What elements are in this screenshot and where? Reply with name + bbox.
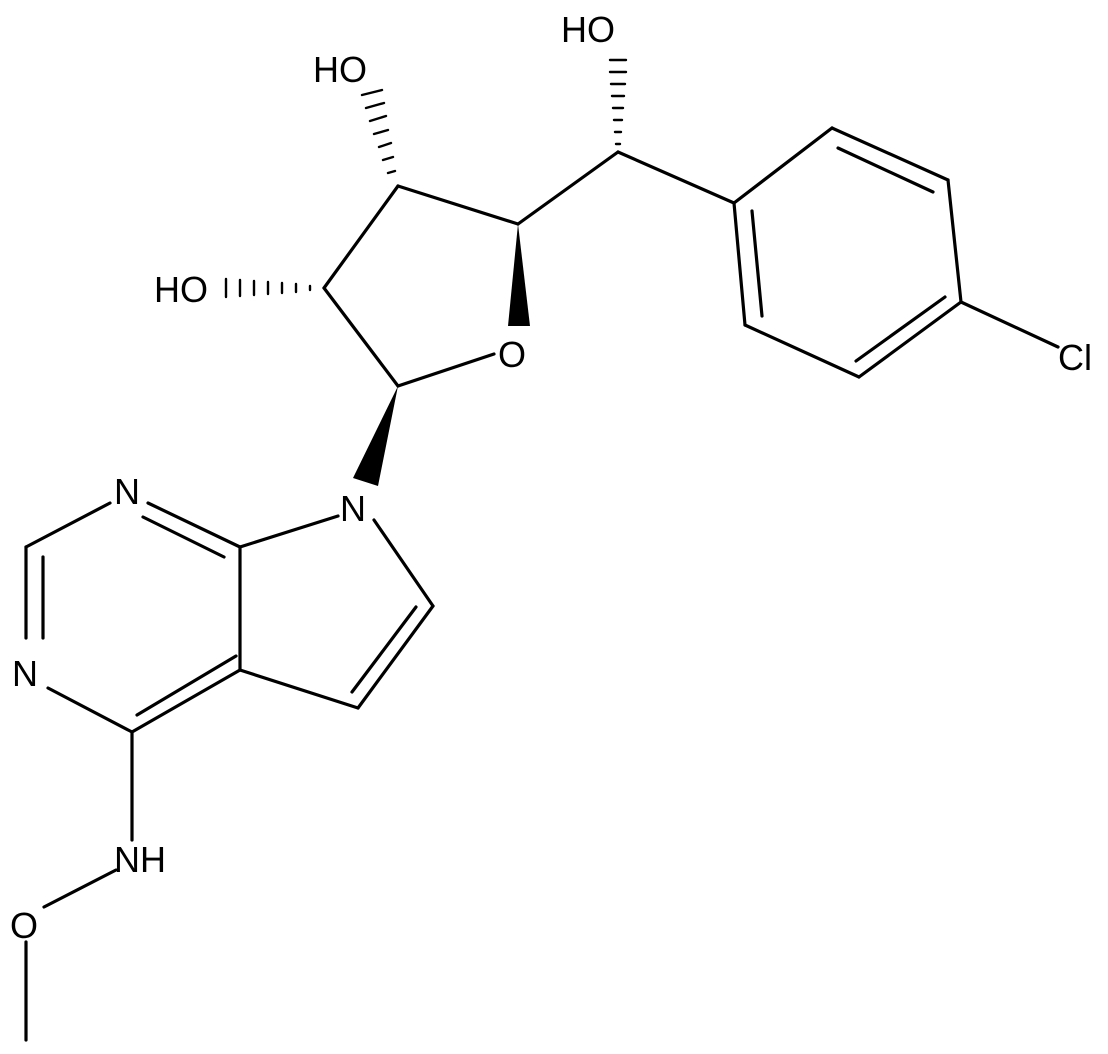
bond [322,184,400,290]
bond [141,515,226,559]
ring-oxygen-label: O [498,334,526,375]
hydroxyl-label: HO [561,9,615,50]
bond [616,150,736,205]
bond [238,668,360,710]
hydroxyl-label: HO [313,49,367,90]
nitrogen-label: N [12,653,38,694]
chlorine-label: Cl [1058,337,1092,378]
bond [396,184,520,226]
bond [946,178,963,304]
bond [146,501,242,549]
chlorophenyl-ring [732,126,963,379]
bond [130,668,242,734]
bond [46,686,134,734]
bond [836,146,935,194]
bond [24,501,112,549]
bond [372,518,435,608]
bond [857,300,963,379]
hydroxyl-label: HO [154,269,208,310]
bond [854,295,947,363]
nitrogen-label: N [340,488,366,529]
furanose-ring [322,184,530,388]
pyrrolopyrimidine-ring [24,501,435,734]
c-cl-bond [959,300,1060,349]
bond [42,868,118,909]
bond [350,605,418,694]
bond [732,201,747,327]
nitrogen-label: N [114,471,140,512]
bond [238,514,340,549]
wedge-bond [508,224,530,326]
wedge-bond [353,386,398,486]
bond [396,352,496,388]
hashed-wedge-bond [608,58,628,146]
bond [135,654,238,717]
bond [750,209,764,318]
methoxy-oxygen-label: O [10,905,38,946]
bond [830,126,950,182]
hashed-wedge-bond [224,277,312,299]
amine-label: NH [114,839,166,880]
hashed-wedge-bond [360,88,397,175]
bond [743,323,861,379]
bond [322,286,400,388]
bond [516,150,620,226]
bond [732,126,834,205]
bond [356,604,435,710]
